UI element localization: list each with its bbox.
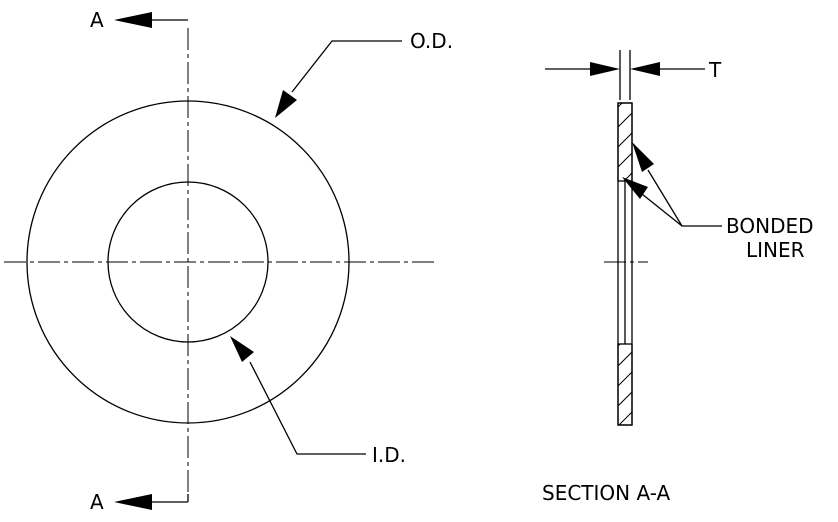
od-label: O.D. bbox=[410, 29, 453, 53]
id-callout: I.D. bbox=[230, 336, 406, 467]
id-label: I.D. bbox=[372, 443, 406, 467]
bonded-label-line2: LINER bbox=[746, 238, 805, 262]
od-leader-arrow bbox=[275, 90, 297, 118]
thickness-arrow-left bbox=[590, 62, 620, 76]
liner-section-bottom bbox=[617, 343, 633, 426]
bonded-arrow-lower bbox=[622, 177, 648, 199]
section-letter-top: A bbox=[90, 8, 104, 32]
section-indicator-bottom: A bbox=[90, 490, 189, 514]
thickness-dimension: T bbox=[545, 50, 722, 100]
section-arrow-bottom bbox=[114, 494, 152, 510]
od-callout: O.D. bbox=[275, 29, 453, 118]
section-arrow-top bbox=[114, 12, 152, 28]
section-view bbox=[604, 102, 648, 426]
id-leader-arrow bbox=[230, 336, 254, 362]
section-indicator-top: A bbox=[90, 8, 188, 32]
section-title: SECTION A-A bbox=[542, 481, 670, 505]
bonded-arrow-upper bbox=[632, 142, 654, 172]
thickness-arrow-right bbox=[630, 62, 660, 76]
bonded-label-line1: BONDED bbox=[726, 214, 814, 238]
front-view bbox=[4, 28, 434, 494]
bonded-liner-callout: BONDED LINER bbox=[622, 142, 814, 262]
thickness-label: T bbox=[708, 58, 722, 82]
section-letter-bottom: A bbox=[90, 490, 104, 514]
